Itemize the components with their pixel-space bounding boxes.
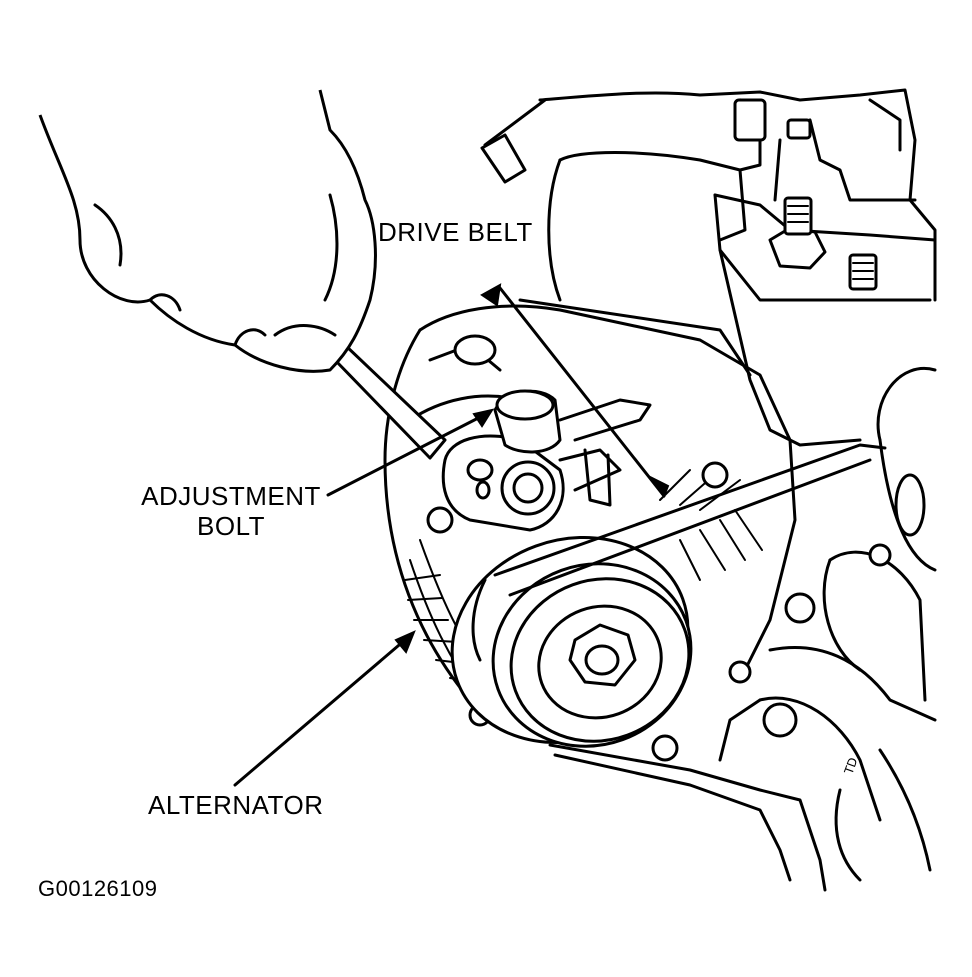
alternator-label: ALTERNATOR [148, 790, 324, 820]
hand-with-wrench [38, 89, 447, 460]
drive-belt-leader [498, 286, 666, 498]
alternator-leader [233, 632, 414, 787]
adjustment-bolt-leader [326, 410, 492, 497]
alternator-arrowhead [394, 630, 416, 654]
leader-lines [233, 283, 670, 787]
adjustment-bolt-label-line2: BOLT [197, 511, 265, 541]
adjustment-bolt-arrowhead [472, 408, 495, 428]
drive-belt [471, 443, 887, 662]
crankshaft-pulley: TD [651, 367, 937, 882]
drive-belt-arrowhead [649, 475, 670, 499]
drive-belt-top-arrowhead [480, 283, 502, 307]
lower-belt [548, 698, 827, 892]
figure-id: G00126109 [38, 876, 158, 901]
engine-block [480, 88, 937, 447]
alternator-pulley [450, 535, 693, 748]
svg-text:TD: TD [841, 756, 860, 777]
adjustment-bolt-label-line1: ADJUSTMENT [141, 481, 321, 511]
drive-belt-label: DRIVE BELT [378, 217, 533, 247]
